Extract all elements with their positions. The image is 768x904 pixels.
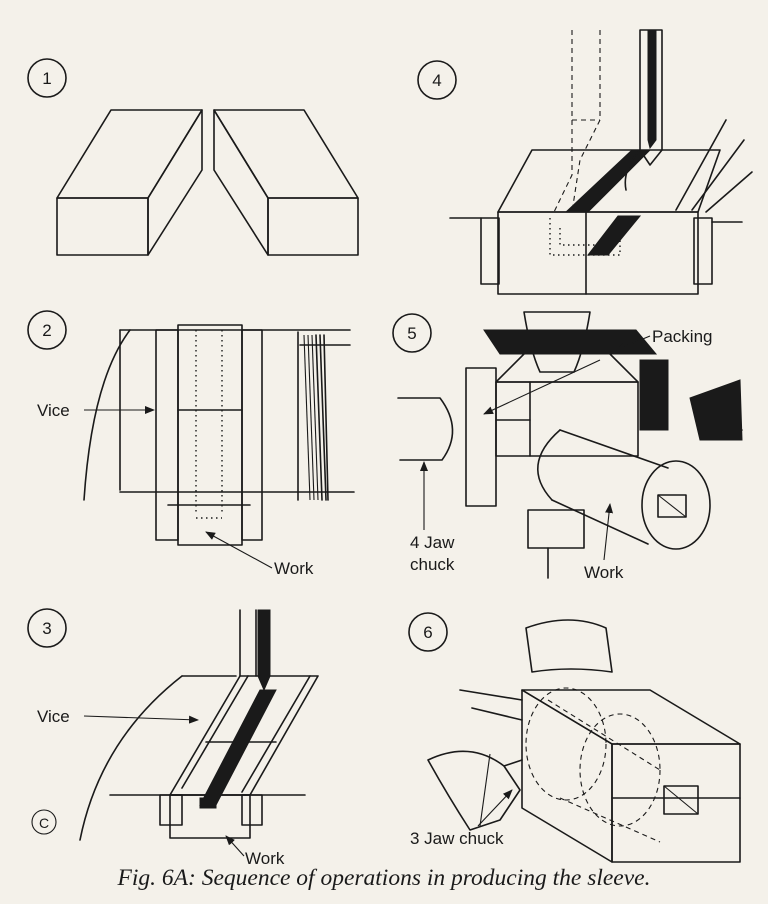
label-4jaw-line2: chuck bbox=[410, 555, 455, 574]
label-4jaw-line1: 4 Jaw bbox=[410, 533, 455, 552]
figure-caption: Fig. 6A: Sequence of operations in produ… bbox=[117, 865, 651, 891]
panel-3-slot-in-vice: 3 Vice Work C bbox=[27, 608, 319, 868]
step-5-number: 5 bbox=[407, 324, 416, 343]
step-2-number: 2 bbox=[42, 321, 51, 340]
panel-1-sawn-blocks: 1 bbox=[27, 58, 359, 256]
panel-2-block-in-vice: 2 Vice Work bbox=[27, 310, 355, 578]
label-work-5: Work bbox=[584, 563, 624, 582]
end-mill-cutter bbox=[624, 29, 663, 191]
step-1-number: 1 bbox=[42, 69, 51, 88]
label-work-3: Work bbox=[245, 849, 285, 868]
step-6-number: 6 bbox=[423, 623, 432, 642]
label-vice-3: Vice bbox=[37, 707, 70, 726]
step-5-badge: 5 bbox=[392, 313, 432, 353]
step-6-badge: 6 bbox=[408, 612, 448, 652]
label-packing: Packing bbox=[652, 327, 712, 346]
vice-right-edge bbox=[297, 331, 329, 501]
step-2-badge: 2 bbox=[27, 310, 67, 350]
step-3-number: 3 bbox=[42, 619, 51, 638]
copyright-mark: C bbox=[31, 809, 57, 835]
step-3-badge: 3 bbox=[27, 608, 67, 648]
right-block bbox=[213, 109, 359, 256]
panel-5-four-jaw-turning: 5 Packing 4 Jaw chuck bbox=[392, 311, 743, 582]
panel-4-slot-milling: 4 bbox=[417, 29, 753, 295]
step-4-badge: 4 bbox=[417, 60, 457, 100]
label-3jaw-chuck: 3 Jaw chuck bbox=[410, 829, 504, 848]
left-block bbox=[56, 109, 203, 256]
label-work-2: Work bbox=[274, 559, 314, 578]
slitting-cutter bbox=[239, 609, 271, 692]
step-1-badge: 1 bbox=[27, 58, 67, 98]
panel-6-three-jaw-boring: 6 3 Jaw chuck bbox=[408, 612, 741, 863]
cylindrical-work bbox=[537, 429, 711, 550]
step-4-number: 4 bbox=[432, 71, 441, 90]
label-vice-2: Vice bbox=[37, 401, 70, 420]
svg-text:C: C bbox=[39, 815, 49, 831]
